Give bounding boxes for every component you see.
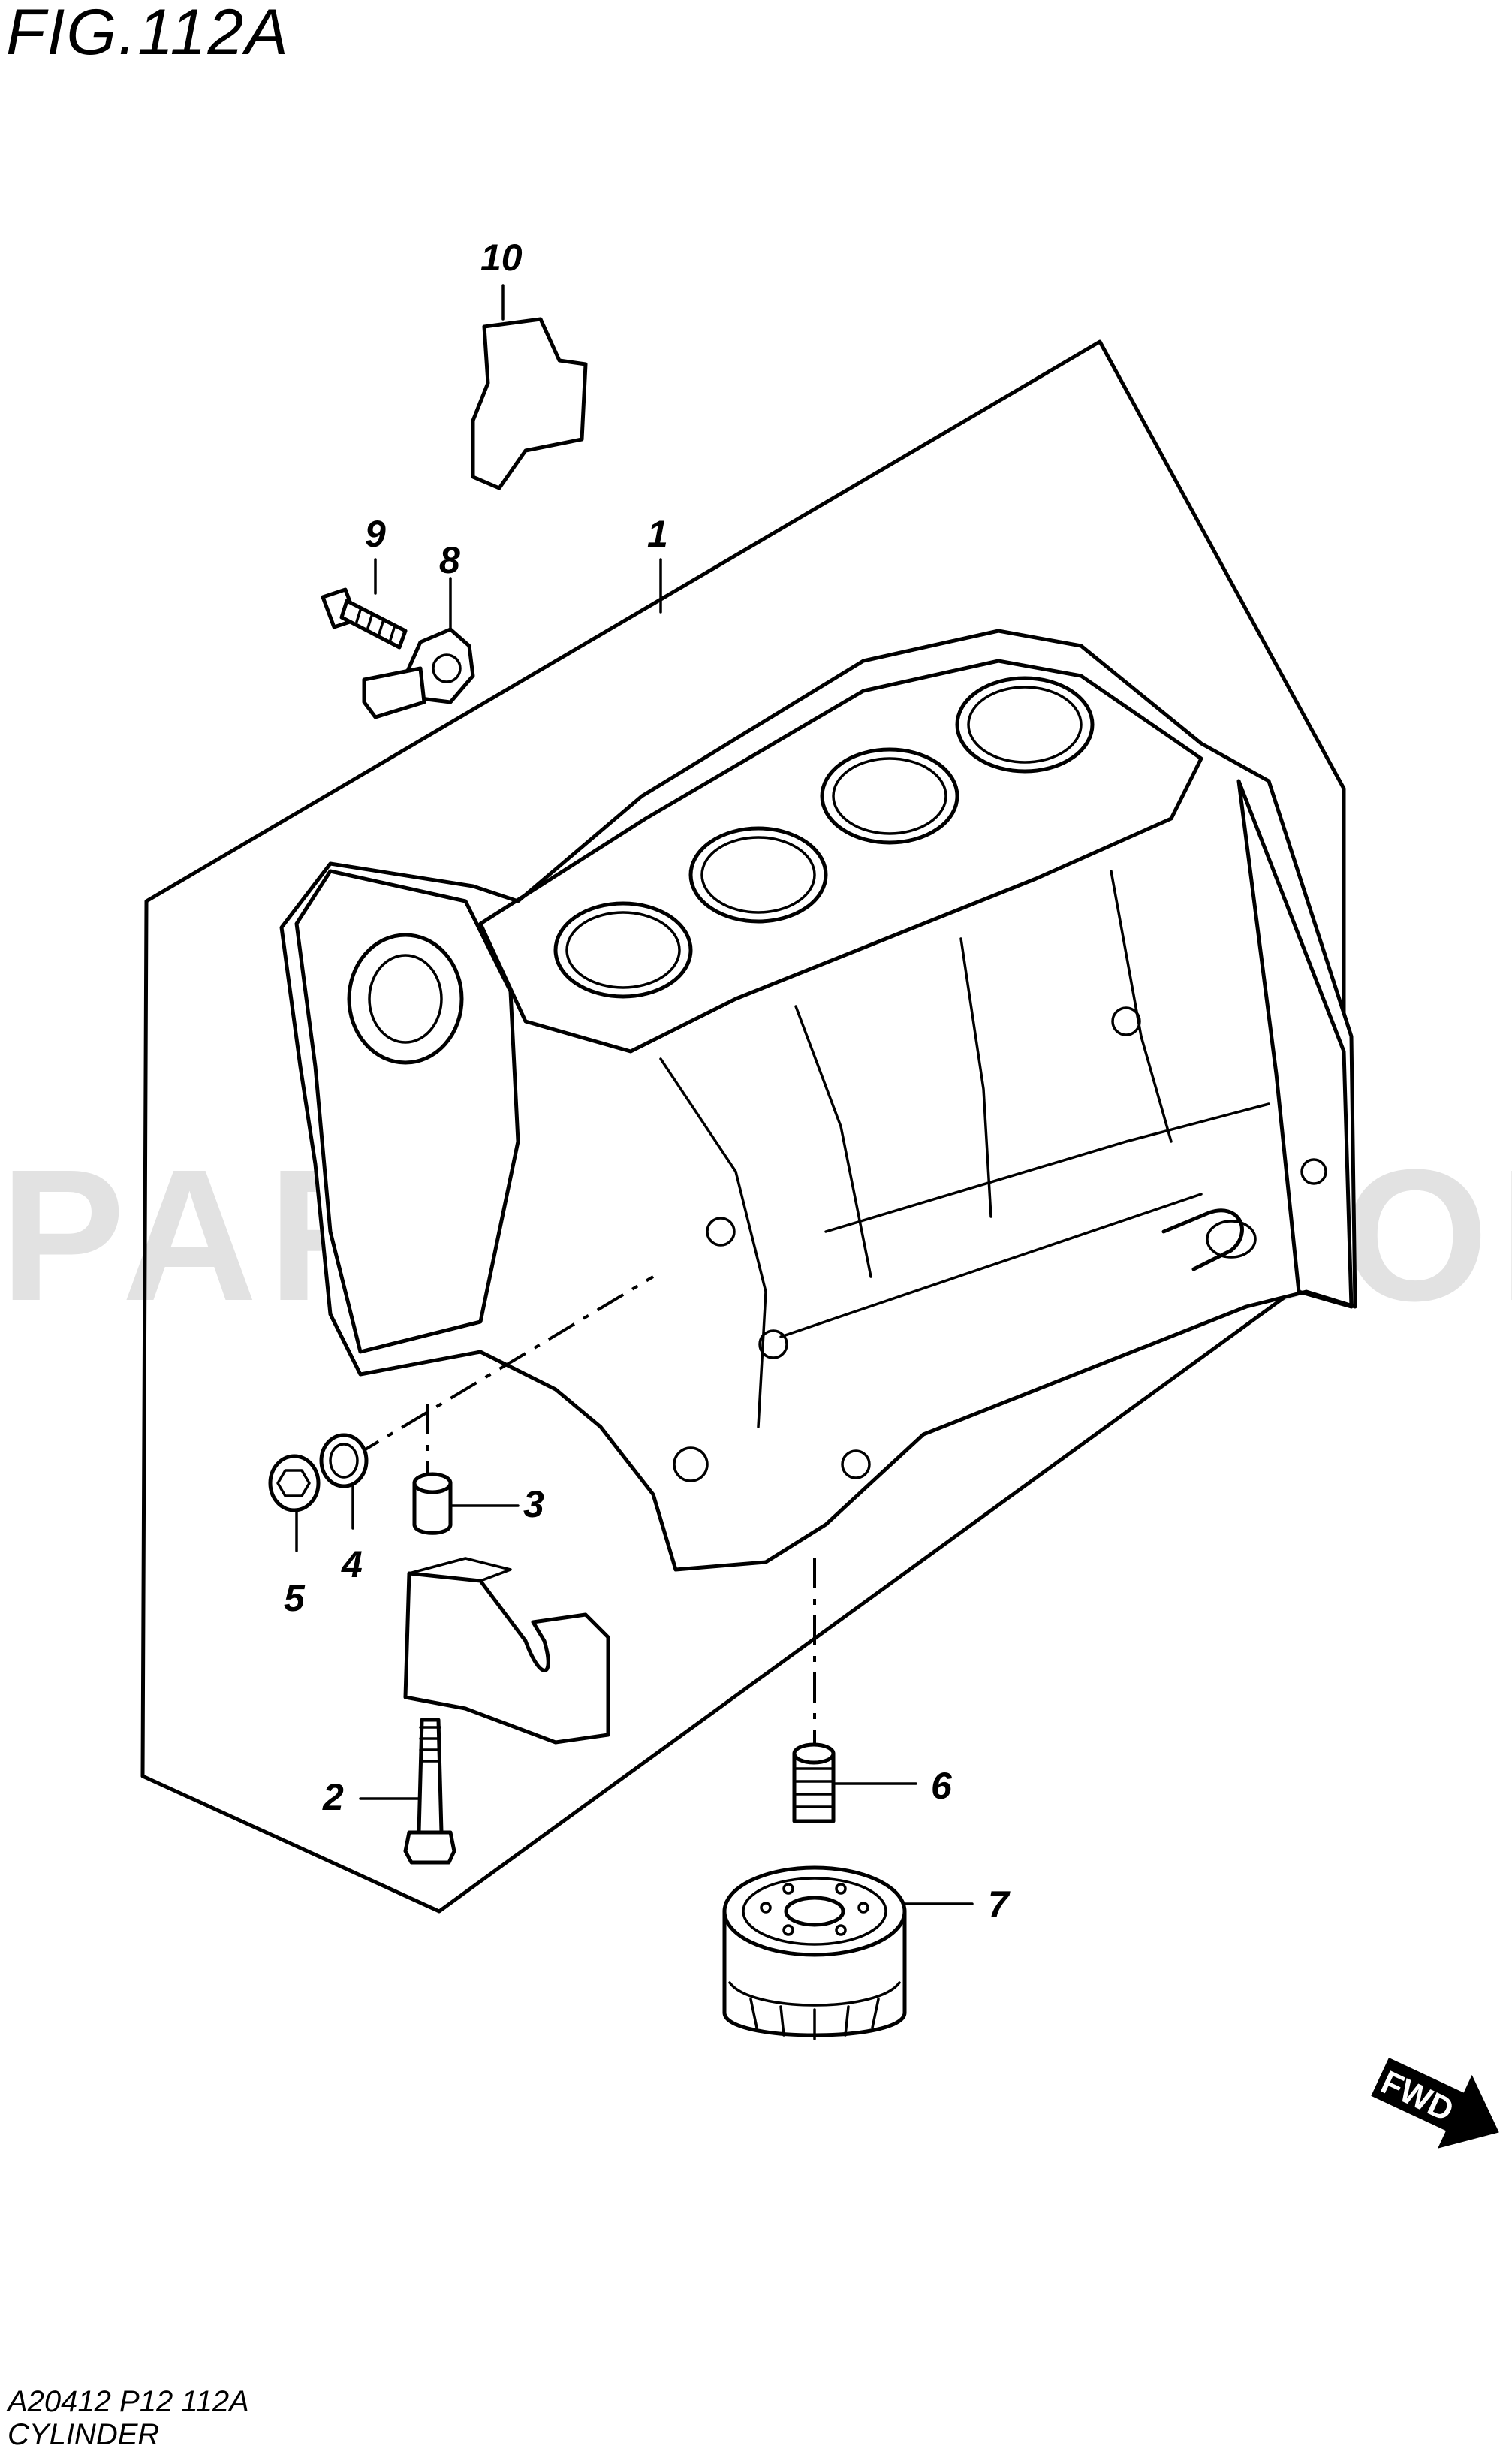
part-8-oil-jet-bracket[interactable] bbox=[362, 627, 475, 719]
callout-10: 10 bbox=[480, 237, 523, 279]
cylinder-bore-4 bbox=[955, 676, 1095, 774]
part-5-plug[interactable] bbox=[268, 1454, 321, 1512]
callout-8: 8 bbox=[439, 539, 460, 581]
part-3-dowel-pin[interactable] bbox=[412, 1472, 453, 1535]
cylinder-bore-2 bbox=[688, 826, 828, 924]
callout-3: 3 bbox=[523, 1483, 544, 1525]
callout-1: 1 bbox=[647, 513, 668, 555]
callout-4: 4 bbox=[341, 1543, 363, 1585]
fwd-direction-arrow: FWD bbox=[1371, 2058, 1499, 2149]
assembly-name: CYLINDER bbox=[8, 2418, 160, 2451]
cylinder-block[interactable] bbox=[279, 629, 1357, 1572]
axis-plug bbox=[351, 1275, 655, 1458]
callout-6: 6 bbox=[931, 1765, 953, 1807]
cylinder-bore-3 bbox=[820, 747, 959, 845]
part-10-oil-jet[interactable] bbox=[471, 317, 588, 490]
part-6-union-bolt[interactable] bbox=[792, 1742, 836, 1823]
callout-5: 5 bbox=[284, 1577, 306, 1619]
assembly-boundary bbox=[140, 339, 1346, 1914]
callout-9: 9 bbox=[365, 513, 386, 555]
part-4-gasket[interactable] bbox=[319, 1433, 369, 1488]
figure-title: FIG.112A bbox=[6, 0, 290, 68]
part-7-oil-filter[interactable] bbox=[722, 1865, 907, 2040]
cylinder-bore-1 bbox=[553, 901, 693, 999]
part-9-bolt[interactable] bbox=[321, 587, 408, 650]
diagram-code: A20412 P12 112A bbox=[8, 2385, 249, 2418]
callout-7: 7 bbox=[988, 1883, 1011, 1926]
part-2-bolt[interactable] bbox=[403, 1718, 456, 1865]
main-bearing-cap[interactable] bbox=[403, 1557, 610, 1745]
callout-2: 2 bbox=[322, 1776, 344, 1818]
